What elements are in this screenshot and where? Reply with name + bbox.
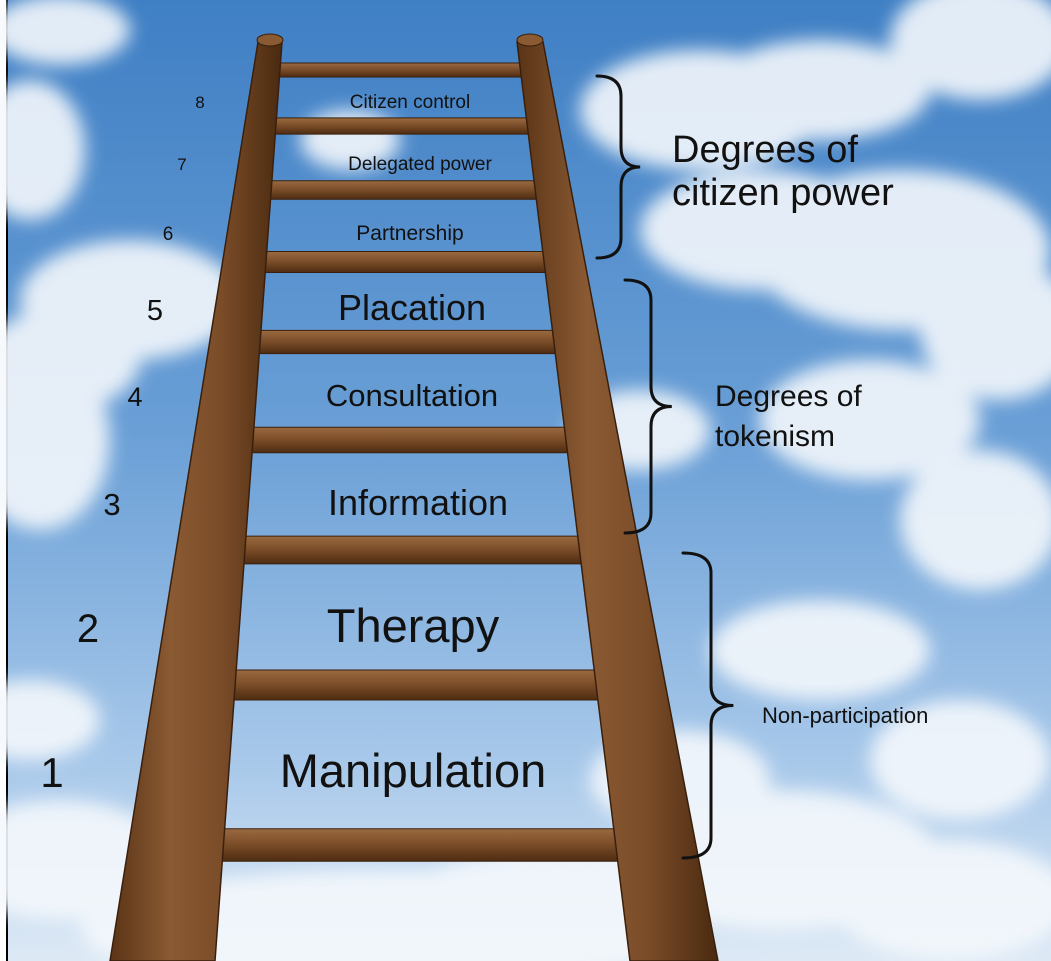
group-label: Non-participation bbox=[762, 703, 928, 728]
rung-number: 3 bbox=[103, 487, 120, 522]
cloud-10 bbox=[890, 0, 1051, 100]
rung-number: 8 bbox=[195, 93, 204, 112]
rung-numbers: 8 7 6 5 4 3 2 1 bbox=[40, 93, 204, 796]
ladder-rails bbox=[109, 33, 719, 961]
cloud-19 bbox=[830, 840, 1051, 960]
ladder-rung bbox=[173, 828, 631, 862]
ladder-rung bbox=[242, 251, 559, 273]
cloud-16 bbox=[710, 600, 930, 700]
group-brace-1 bbox=[595, 74, 641, 260]
cloud-5 bbox=[0, 350, 110, 530]
cloud-13 bbox=[920, 260, 1051, 400]
rung-number: 1 bbox=[40, 749, 63, 796]
rung-label: Therapy bbox=[327, 599, 500, 652]
rail-top-right bbox=[516, 33, 544, 47]
group-label: Degrees of bbox=[715, 380, 862, 413]
rung-number: 7 bbox=[177, 155, 186, 174]
ladder-rungs bbox=[173, 62, 631, 862]
ladder-rung bbox=[233, 329, 569, 355]
rung-number: 2 bbox=[77, 607, 99, 651]
cloud-6 bbox=[0, 680, 100, 760]
rail-top-left bbox=[256, 33, 284, 47]
cloud-14 bbox=[760, 360, 980, 480]
rung-number: 4 bbox=[127, 382, 142, 412]
rung-number: 6 bbox=[163, 224, 174, 245]
ladder-rung bbox=[208, 535, 594, 565]
ladder-rung bbox=[192, 669, 611, 701]
rung-label: Consultation bbox=[326, 378, 498, 413]
rung-label: Information bbox=[328, 482, 508, 523]
group-label: tokenism bbox=[715, 420, 835, 453]
cloud-12 bbox=[640, 170, 880, 290]
ladder-rung bbox=[251, 180, 550, 200]
ladder-rung bbox=[221, 426, 581, 454]
cloud-17 bbox=[870, 700, 1050, 820]
cloud-15 bbox=[900, 450, 1051, 590]
rung-label: Partnership bbox=[356, 222, 463, 245]
rung-number: 5 bbox=[147, 295, 163, 327]
cloud-1 bbox=[0, 0, 130, 65]
rung-label: Citizen control bbox=[350, 92, 470, 113]
group-braces bbox=[595, 74, 734, 860]
group-label: citizen power bbox=[672, 172, 894, 214]
group-brace-3 bbox=[681, 551, 734, 860]
group-brace-2 bbox=[623, 278, 672, 535]
ladder-rung bbox=[265, 62, 535, 78]
rung-label: Delegated power bbox=[348, 154, 492, 175]
rung-label: Placation bbox=[338, 287, 486, 328]
ladder-rung bbox=[259, 117, 542, 135]
cloud-9 bbox=[710, 40, 930, 140]
group-label: Degrees of bbox=[672, 129, 858, 171]
rung-label: Manipulation bbox=[280, 744, 547, 797]
cloud-2 bbox=[0, 80, 85, 220]
